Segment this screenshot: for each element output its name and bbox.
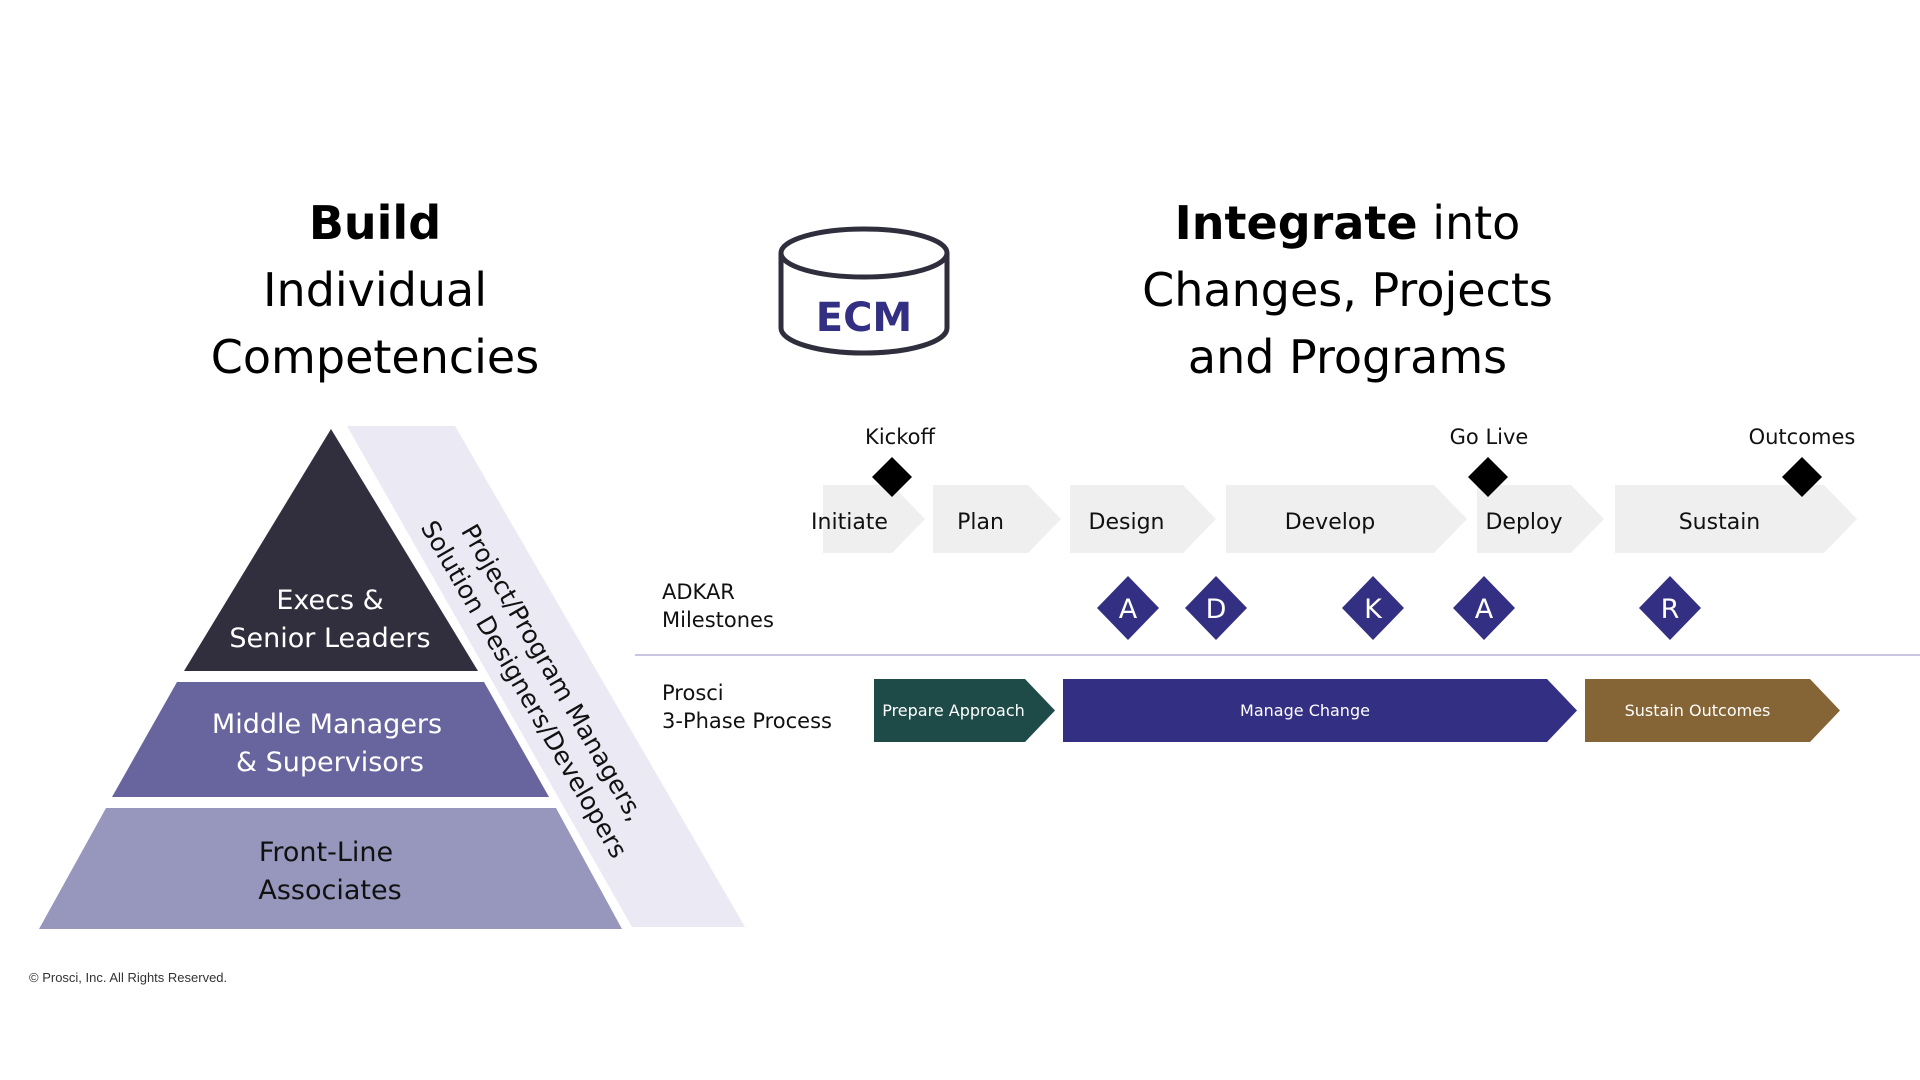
phase-label-initiate: Initiate xyxy=(811,510,888,535)
left-header-line3: Competencies xyxy=(210,330,540,384)
adkar-diamond-a-icon xyxy=(1097,576,1159,640)
pyramid-tier-execs xyxy=(184,429,478,671)
adkar-letter: K xyxy=(1364,594,1383,625)
adkar-letter: R xyxy=(1661,594,1680,625)
adkar-diamond-d-icon xyxy=(1185,576,1247,640)
process-step-label: Manage Change xyxy=(1240,701,1370,720)
pyramid-tier-front-line xyxy=(39,808,622,929)
left-header-line2: Individual xyxy=(262,263,488,317)
process-step-manage-change xyxy=(1063,679,1577,742)
database-cylinder-icon: ECM xyxy=(778,226,950,356)
tier-middle-label-line2: & Supervisors xyxy=(236,747,424,778)
adkar-letter: A xyxy=(1475,594,1494,625)
tier-execs-label-line1: Execs & xyxy=(276,585,383,616)
right-header-bold: Integrate xyxy=(1174,196,1418,250)
milestone-label-kickoff: Kickoff xyxy=(865,425,935,449)
right-header-line2: Changes, Projects xyxy=(1142,263,1553,317)
copyright: © Prosci, Inc. All Rights Reserved. xyxy=(29,970,228,985)
phase-design xyxy=(1070,485,1216,553)
adkar-letter: A xyxy=(1119,594,1138,625)
milestones: Kickoff Go Live Outcomes xyxy=(865,425,1855,497)
right-header-rest: into xyxy=(1417,196,1521,250)
tier-middle-label-line1: Middle Managers xyxy=(212,709,442,740)
phase-label-plan: Plan xyxy=(957,510,1004,535)
tier-front-line-label-line1: Front-Line xyxy=(259,837,393,868)
left-header-bold: Build xyxy=(308,196,442,250)
phase-label-sustain: Sustain xyxy=(1679,510,1761,535)
right-header: Integrate into Changes, Projects and Pro… xyxy=(1100,190,1595,391)
process-row-label-line1: Prosci xyxy=(662,681,724,705)
adkar-letter: D xyxy=(1206,594,1227,625)
left-header: Build Individual Competencies xyxy=(175,190,575,391)
process-step-prepare-approach xyxy=(874,679,1055,742)
pyramid-tier-middle-managers xyxy=(112,682,549,797)
adkar-diamond-a-icon xyxy=(1453,576,1515,640)
process-step-label: Sustain Outcomes xyxy=(1625,701,1771,720)
adkar-row-label-line1: ADKAR xyxy=(662,580,735,604)
adkar-row-label: ADKAR Milestones xyxy=(662,578,774,634)
right-header-line1: Integrate into xyxy=(1100,190,1595,257)
pyramid-side-band xyxy=(347,426,745,927)
phase-chevrons: Initiate Plan Design Develop Deploy Sustain xyxy=(811,485,1857,553)
phase-plan xyxy=(933,485,1061,553)
process-step-sustain-outcomes xyxy=(1585,679,1840,742)
adkar-row-label-line2: Milestones xyxy=(662,608,774,632)
right-header-line3: and Programs xyxy=(1187,330,1508,384)
process-step-label: Prepare Approach xyxy=(882,701,1025,720)
process-row-label: Prosci 3-Phase Process xyxy=(662,679,832,735)
phase-deploy xyxy=(1477,485,1604,553)
tier-front-line-label-line2: Associates xyxy=(258,875,401,906)
adkar-diamond-r-icon xyxy=(1639,576,1701,640)
phase-initiate xyxy=(823,485,925,553)
process-arrows: Prepare Approach Manage Change Sustain Out… xyxy=(874,679,1840,742)
phase-sustain xyxy=(1615,485,1857,553)
milestone-diamond-icon xyxy=(1468,457,1508,497)
milestone-diamond-icon xyxy=(872,457,912,497)
milestone-label-outcomes: Outcomes xyxy=(1749,425,1856,449)
phase-develop xyxy=(1226,485,1467,553)
milestone-label-go-live: Go Live xyxy=(1450,425,1529,449)
adkar-diamond-k-icon xyxy=(1342,576,1404,640)
milestone-diamond-icon xyxy=(1782,457,1822,497)
phase-label-deploy: Deploy xyxy=(1485,510,1562,535)
tier-execs-label-line2: Senior Leaders xyxy=(229,623,430,654)
ecm-label: ECM xyxy=(816,295,912,341)
process-row-label-line2: 3-Phase Process xyxy=(662,709,832,733)
phase-label-develop: Develop xyxy=(1285,510,1376,535)
phase-label-design: Design xyxy=(1089,510,1165,535)
